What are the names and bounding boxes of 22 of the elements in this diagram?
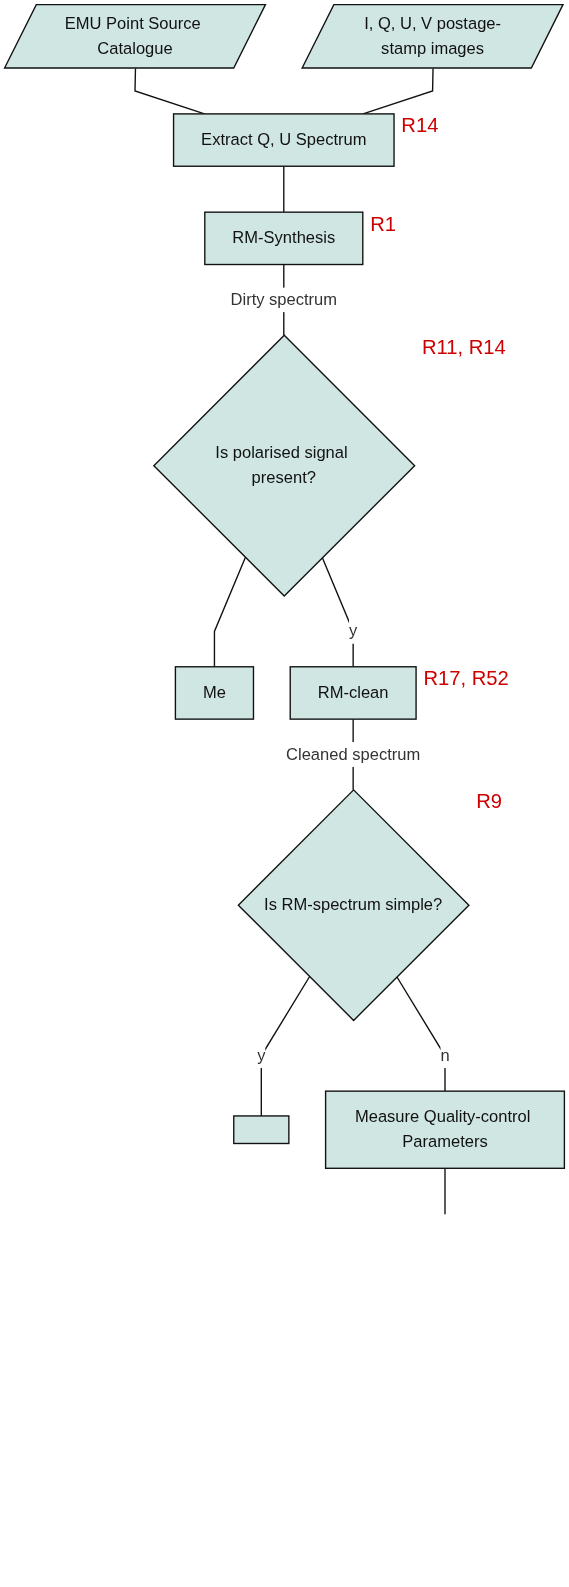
node-diamond: Is polarised signal present?	[152, 334, 416, 598]
node-box: Me	[174, 666, 255, 720]
reference-label: R14	[401, 114, 439, 137]
node-box: RM-clean	[289, 666, 417, 720]
reference-label: R11, R14	[422, 335, 506, 358]
connector	[260, 976, 311, 1117]
node-box: Extract Q, U Spectrum	[172, 113, 395, 167]
node-box	[233, 1115, 290, 1145]
connector	[444, 1167, 446, 1215]
edge-label: Cleaned spectrum	[286, 744, 421, 764]
edge-label: Dirty spectrum	[230, 290, 338, 309]
edge-label: y	[349, 621, 358, 641]
reference-label: R9	[476, 790, 503, 813]
edge-label: n	[440, 1046, 450, 1065]
node-box: RM-Synthesis	[204, 211, 364, 266]
node-diamond: Is RM-spectrum simple?	[237, 788, 470, 1022]
connector	[213, 556, 246, 668]
reference-label: R1	[370, 212, 396, 235]
connector	[283, 165, 285, 213]
edge-label: y	[257, 1046, 266, 1065]
node-box: Measure Quality-control Parameters	[324, 1090, 566, 1169]
reference-label: R17, R52	[423, 667, 509, 690]
